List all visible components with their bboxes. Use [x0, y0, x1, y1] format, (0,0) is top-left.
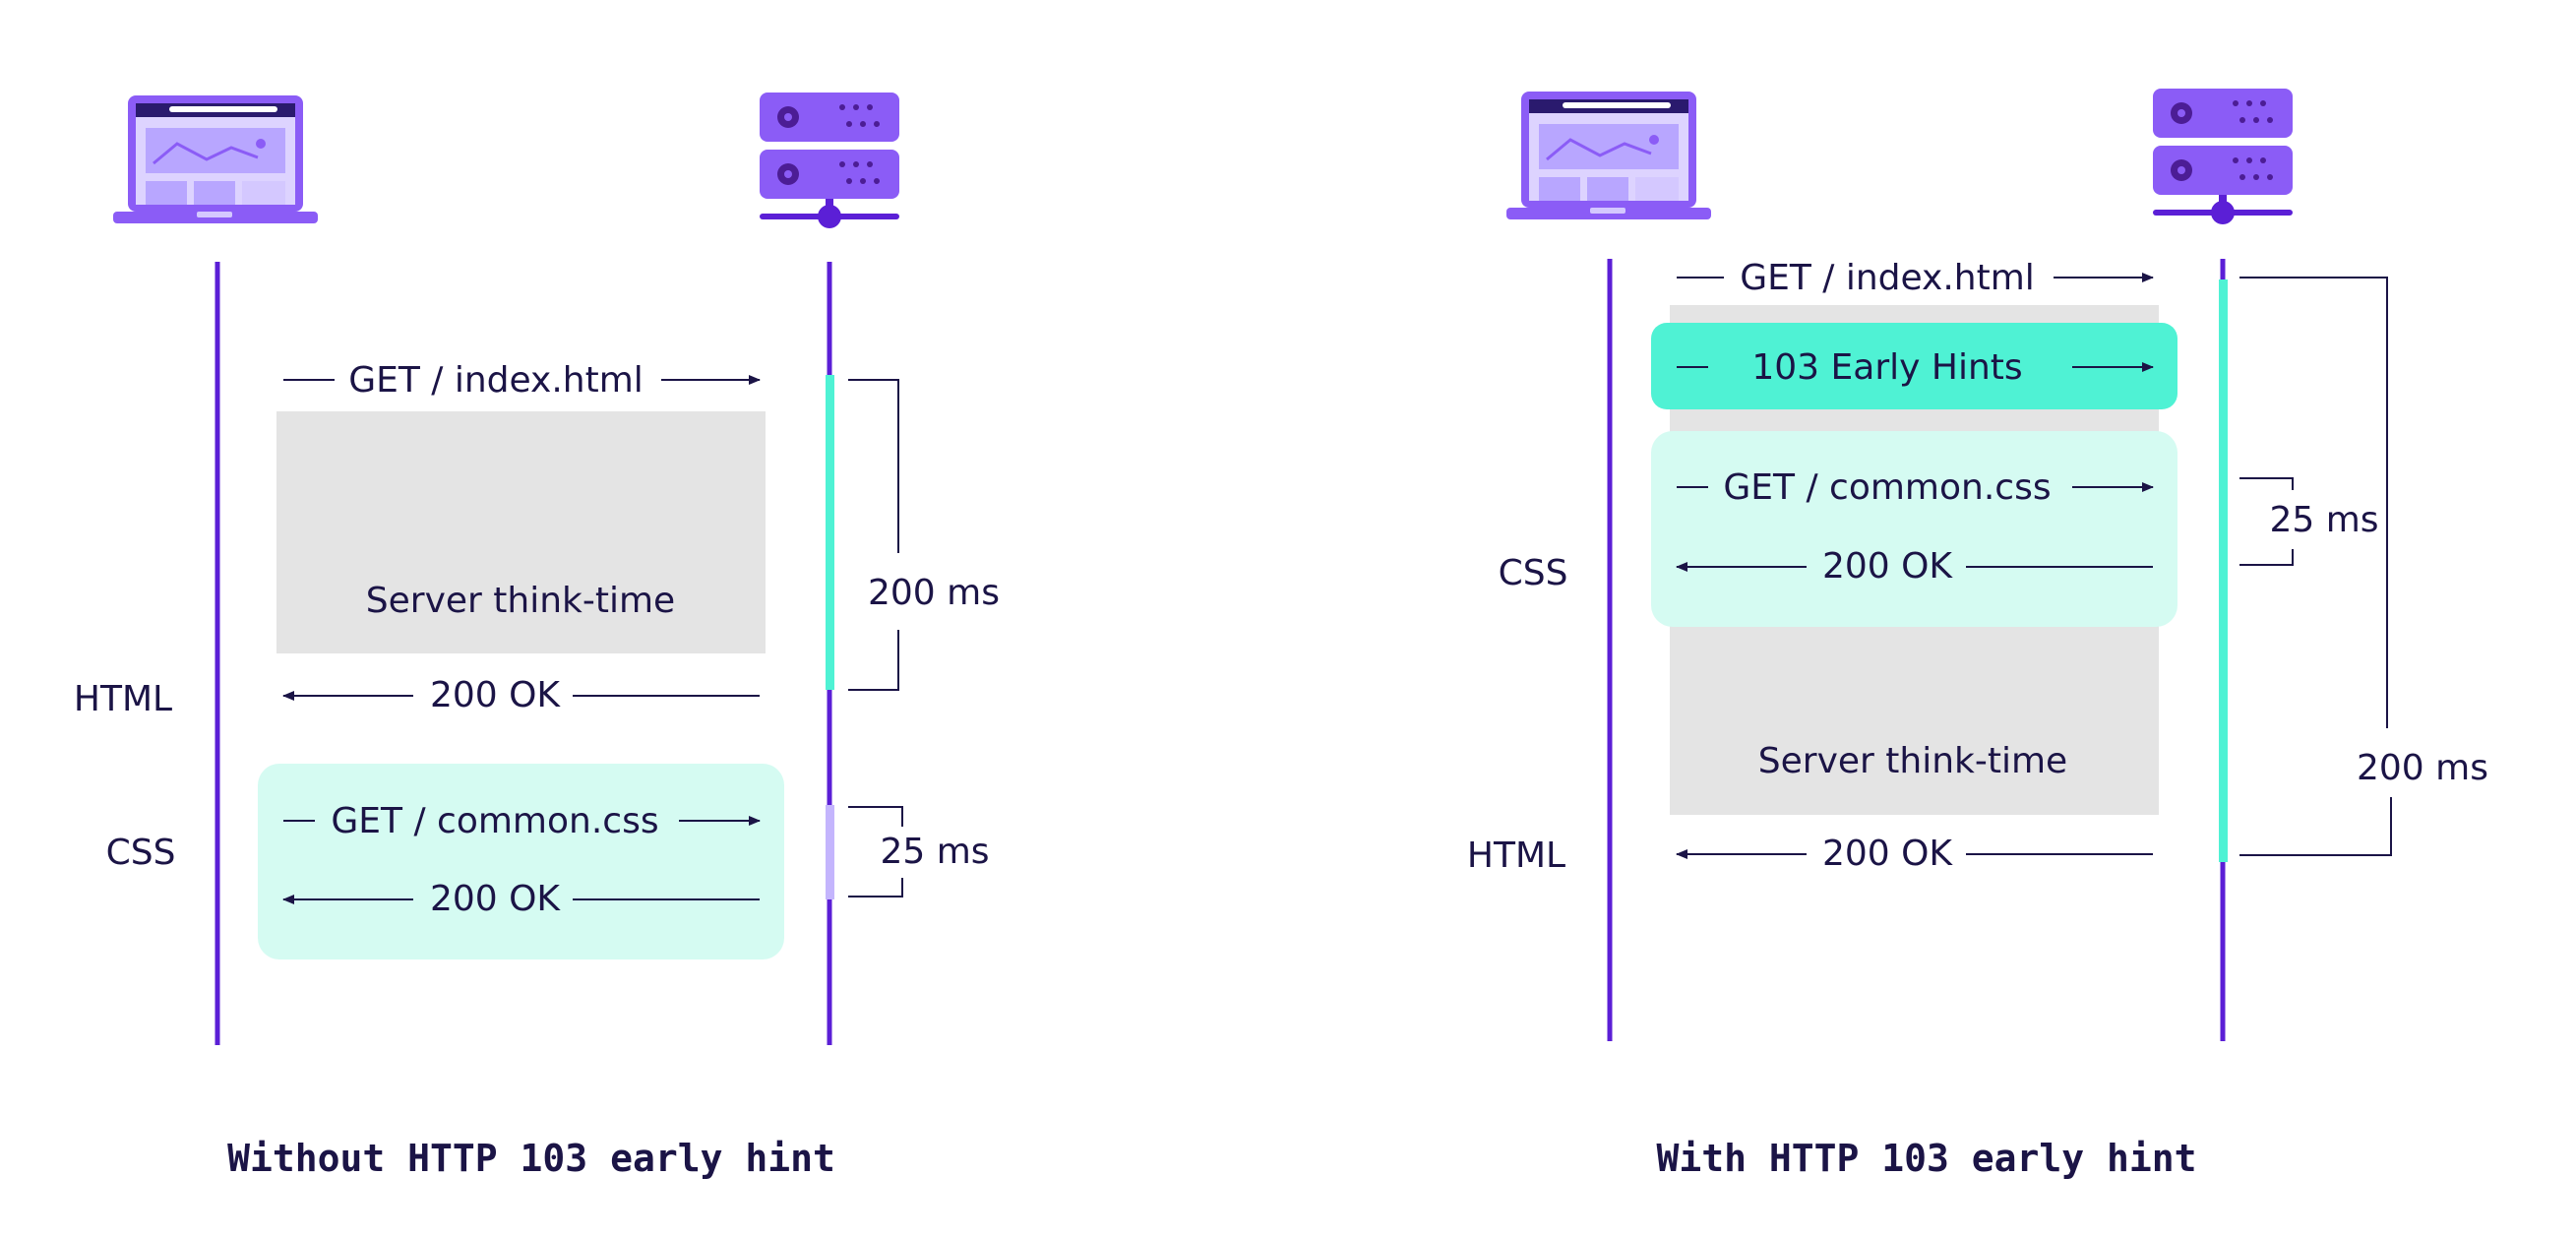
- request-html-label: GET / index.html: [348, 360, 644, 401]
- css-duration-bracket-lower: [2239, 549, 2294, 566]
- ok-html-label: 200 OK: [1822, 834, 1953, 874]
- css-duration-bracket: [848, 806, 903, 827]
- think-time-box: [276, 411, 766, 653]
- server-icon: [760, 93, 899, 228]
- server-css-activity: [826, 805, 834, 899]
- html-duration-bracket: [2239, 277, 2388, 728]
- early-hints-box: [1651, 323, 2177, 409]
- html-duration-label: 200 ms: [2357, 748, 2488, 788]
- ok-css-label: 200 OK: [1822, 546, 1953, 587]
- html-duration-bracket-lower: [2239, 797, 2392, 856]
- html-duration-bracket: [848, 379, 899, 553]
- css-side-label: CSS: [106, 833, 176, 873]
- html-duration-bracket-lower: [848, 630, 899, 691]
- ok-html-label: 200 OK: [430, 675, 561, 715]
- css-request-box: [1651, 431, 2177, 627]
- laptop-icon: [113, 95, 318, 223]
- css-duration-bracket-lower: [848, 878, 903, 898]
- html-side-label: HTML: [1467, 836, 1565, 876]
- css-duration-bracket: [2239, 477, 2294, 490]
- css-duration-label: 25 ms: [880, 832, 989, 872]
- left-diagram: GET / index.html Server think-time 200 O…: [74, 93, 1000, 1180]
- early-hints-label: 103 Early Hints: [1751, 347, 2022, 388]
- ok-css-label: 200 OK: [430, 879, 561, 919]
- request-css-label: GET / common.css: [331, 801, 658, 841]
- html-side-label: HTML: [74, 679, 172, 719]
- css-request-box: [258, 764, 784, 959]
- css-duration-label: 25 ms: [2269, 500, 2378, 540]
- html-duration-label: 200 ms: [868, 573, 1000, 613]
- laptop-icon: [1506, 92, 1711, 219]
- server-icon: [2153, 89, 2293, 224]
- request-html-label: GET / index.html: [1740, 258, 2035, 298]
- server-html-activity: [826, 375, 834, 690]
- request-css-label: GET / common.css: [1723, 467, 2051, 508]
- css-side-label: CSS: [1499, 553, 1568, 593]
- left-caption: Without HTTP 103 early hint: [227, 1137, 835, 1180]
- right-diagram: GET / index.html 103 Early Hints GET / c…: [1467, 89, 2488, 1180]
- server-html-activity: [2219, 279, 2228, 862]
- right-caption: With HTTP 103 early hint: [1656, 1137, 2196, 1180]
- think-time-label: Server think-time: [366, 581, 675, 621]
- think-time-label: Server think-time: [1758, 741, 2067, 781]
